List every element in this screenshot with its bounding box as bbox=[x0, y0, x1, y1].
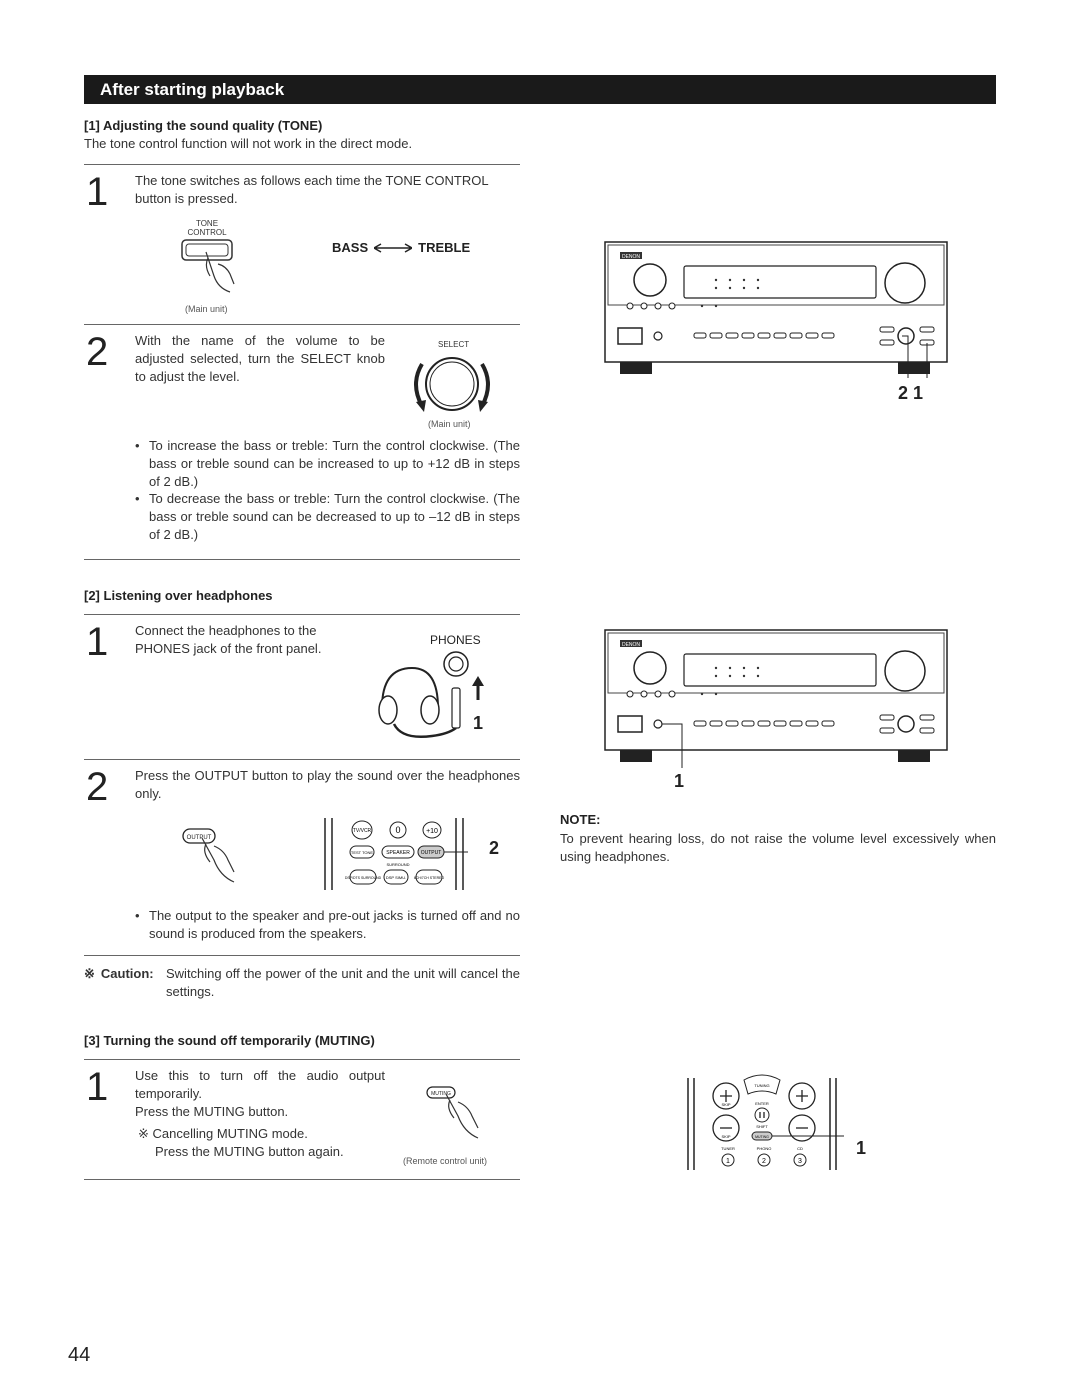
divider bbox=[84, 559, 520, 560]
tone-step1-text: The tone switches as follows each time t… bbox=[135, 173, 489, 206]
svg-text:TUNING: TUNING bbox=[754, 1083, 769, 1088]
svg-text:MUTING: MUTING bbox=[755, 1135, 769, 1139]
svg-text:0: 0 bbox=[395, 825, 400, 835]
section-banner: After starting playback bbox=[84, 75, 996, 104]
svg-text:TUNER: TUNER bbox=[721, 1146, 735, 1151]
figure-callout: 2 1 bbox=[898, 383, 924, 403]
headphones-heading: [2] Listening over headphones bbox=[84, 588, 273, 603]
muting-step-line: Press the MUTING button again. bbox=[155, 1144, 344, 1159]
divider bbox=[84, 324, 520, 325]
bass-treble-indicator: BASS TREBLE bbox=[332, 240, 471, 255]
select-knob-illustration bbox=[414, 357, 490, 412]
svg-text:DENON: DENON bbox=[622, 254, 640, 260]
svg-text:MUTING: MUTING bbox=[431, 1091, 451, 1097]
muting-button-illustration: MUTING bbox=[426, 1086, 479, 1139]
divider bbox=[84, 164, 520, 165]
note-heading: NOTE: bbox=[560, 812, 601, 827]
muting-step-line: Press the MUTING button. bbox=[135, 1104, 289, 1119]
svg-text:TV/VCR: TV/VCR bbox=[353, 828, 372, 834]
figure-callout: 1 bbox=[674, 771, 685, 791]
step-number: 1 bbox=[86, 170, 109, 214]
svg-text:1: 1 bbox=[726, 1158, 730, 1165]
phones-label: PHONES bbox=[430, 633, 481, 647]
page-number: 44 bbox=[68, 1344, 91, 1366]
step-number: 1 bbox=[86, 1065, 109, 1109]
step-number: 2 bbox=[86, 330, 109, 374]
step-number: 2 bbox=[86, 765, 109, 809]
arrow-both-icon bbox=[374, 242, 413, 253]
svg-text:OUTPUT: OUTPUT bbox=[421, 850, 442, 856]
svg-text:CD: CD bbox=[797, 1146, 803, 1151]
headphones-step1-text: Connect the headphones to the PHONES jac… bbox=[135, 623, 322, 656]
svg-text:SHIFT: SHIFT bbox=[756, 1124, 768, 1129]
svg-text:SURROUND: SURROUND bbox=[386, 862, 409, 867]
divider bbox=[84, 759, 520, 760]
divider bbox=[84, 1179, 520, 1180]
bullet-item: •The output to the speaker and pre-out j… bbox=[135, 908, 520, 941]
svg-text:TEST TONE: TEST TONE bbox=[351, 850, 374, 855]
muting-step-line: ※ Cancelling MUTING mode. bbox=[138, 1126, 308, 1141]
svg-text:DENON: DENON bbox=[622, 642, 640, 648]
receiver-front-panel-illustration: DENON bbox=[604, 241, 948, 378]
svg-text:2: 2 bbox=[762, 1158, 766, 1165]
note-text: To prevent hearing loss, do not raise th… bbox=[560, 831, 996, 864]
divider bbox=[84, 955, 520, 956]
svg-text:ENTER: ENTER bbox=[755, 1101, 769, 1106]
svg-text:OUTPUT: OUTPUT bbox=[187, 835, 212, 841]
select-label: SELECT bbox=[438, 340, 470, 349]
remote-muting-illustration: TUNING SKIP ENTER SHIFT SKIP MUTING TUNE… bbox=[687, 1074, 844, 1170]
muting-heading: [3] Turning the sound off temporarily (M… bbox=[84, 1033, 375, 1048]
figure-callout: 2 bbox=[489, 838, 500, 858]
tone-control-button-illustration bbox=[181, 239, 235, 293]
svg-text:6CH/7CH STEREO: 6CH/7CH STEREO bbox=[414, 876, 445, 880]
bullet-item: •To increase the bass or treble: Turn th… bbox=[135, 438, 520, 489]
divider bbox=[84, 1059, 520, 1060]
svg-text:SPEAKER: SPEAKER bbox=[386, 850, 410, 856]
figure-callout: 1 bbox=[473, 713, 484, 733]
bullet-item: •To decrease the bass or treble: Turn th… bbox=[135, 491, 520, 542]
svg-text:PHONO: PHONO bbox=[757, 1146, 772, 1151]
caution-text: Switching off the power of the unit and … bbox=[166, 966, 520, 999]
svg-text:DSP SIMU.: DSP SIMU. bbox=[386, 875, 406, 880]
headphones-step2-text: Press the OUTPUT button to play the soun… bbox=[135, 768, 520, 801]
svg-text:3: 3 bbox=[798, 1158, 802, 1165]
remote-unit-caption: (Remote control unit) bbox=[403, 1156, 488, 1166]
svg-text:SKIP: SKIP bbox=[721, 1134, 730, 1139]
caution-note: ※ Caution: bbox=[84, 966, 154, 981]
divider bbox=[84, 614, 520, 615]
headphones-illustration bbox=[378, 651, 484, 738]
receiver-front-panel-illustration: DENON bbox=[604, 629, 948, 768]
tone-step2-text: With the name of the volume to be adjust… bbox=[135, 333, 385, 384]
svg-text:SKIP: SKIP bbox=[721, 1102, 730, 1107]
output-button-illustration: OUTPUT bbox=[182, 828, 235, 883]
tone-intro: The tone control function will not work … bbox=[84, 136, 413, 151]
main-unit-caption: (Main unit) bbox=[185, 304, 228, 314]
step-number: 1 bbox=[86, 620, 109, 664]
svg-text:+10: +10 bbox=[426, 828, 438, 835]
svg-text:DSP/DTS SURROUND: DSP/DTS SURROUND bbox=[345, 876, 382, 880]
muting-step-line: Use this to turn off the audio output te… bbox=[135, 1068, 385, 1101]
remote-output-illustration: TV/VCR 0 +10 TEST TONE SPEAKER OUTPUT SU… bbox=[324, 818, 468, 890]
tone-heading: [1] Adjusting the sound quality (TONE) bbox=[84, 118, 323, 133]
main-unit-caption: (Main unit) bbox=[428, 419, 471, 429]
figure-callout: 1 bbox=[856, 1138, 867, 1158]
